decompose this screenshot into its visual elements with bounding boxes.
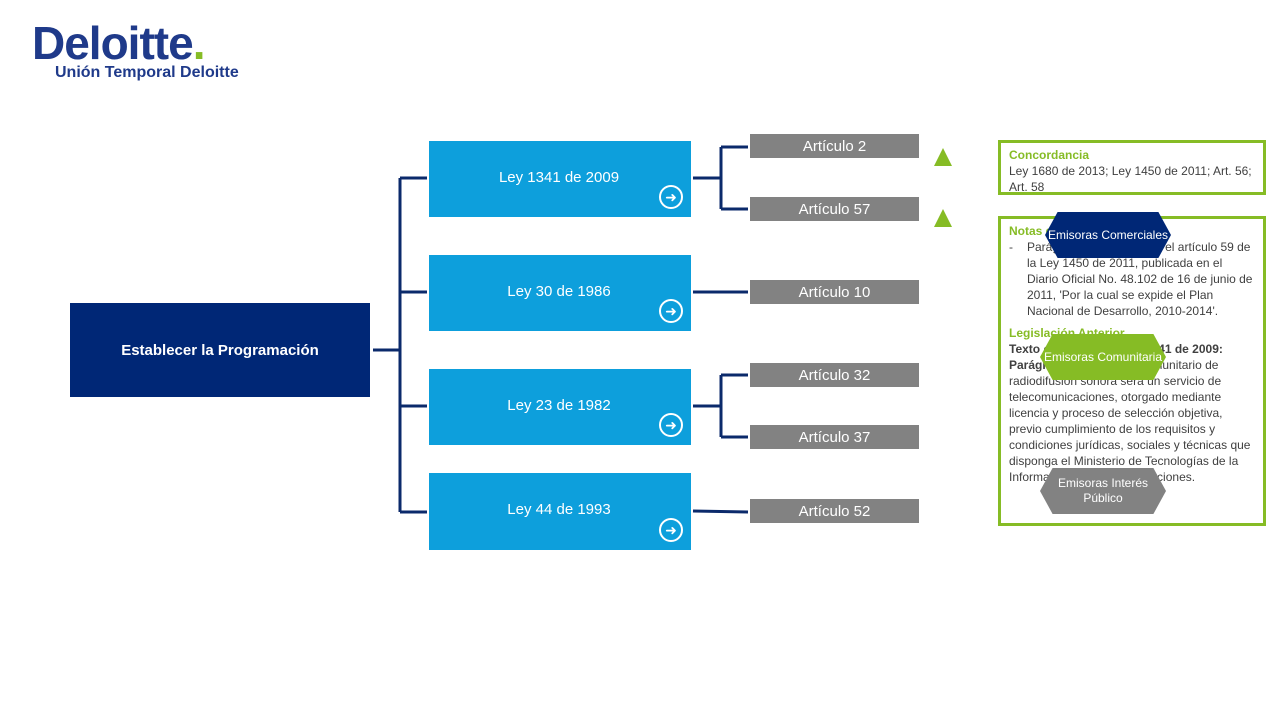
articulo-52[interactable]: Artículo 52	[750, 499, 919, 523]
ley-44-node[interactable]: Ley 44 de 1993 ➜	[429, 473, 691, 550]
ley-label: Ley 23 de 1982	[507, 397, 611, 414]
ley-1341-node[interactable]: Ley 1341 de 2009 ➜	[429, 141, 691, 217]
arrow-circle-right-icon[interactable]: ➜	[659, 518, 683, 542]
articulo-37[interactable]: Artículo 37	[750, 425, 919, 449]
emisoras-comerciales-button[interactable]: Emisoras Comerciales	[1045, 212, 1171, 258]
ley-label: Ley 44 de 1993	[507, 501, 611, 518]
link-articulo-52	[692, 509, 749, 514]
arrow-circle-right-icon[interactable]: ➜	[659, 185, 683, 209]
concordancia-panel: Concordancia Ley 1680 de 2013; Ley 1450 …	[998, 140, 1266, 195]
concordancia-text: Ley 1680 de 2013; Ley 1450 de 2011; Art.…	[1009, 164, 1252, 194]
ley-23-node[interactable]: Ley 23 de 1982 ➜	[429, 369, 691, 445]
articulo-10[interactable]: Artículo 10	[750, 280, 919, 304]
ley-label: Ley 30 de 1986	[507, 283, 611, 300]
articulo-32[interactable]: Artículo 32	[750, 363, 919, 387]
articulo-57[interactable]: Artículo 57	[750, 197, 919, 221]
articulo-2[interactable]: Artículo 2	[750, 134, 919, 158]
triangle-up-icon[interactable]	[934, 209, 952, 227]
arrow-circle-right-icon[interactable]: ➜	[659, 413, 683, 437]
triangle-up-icon[interactable]	[934, 148, 952, 166]
concordancia-title: Concordancia	[1009, 148, 1090, 162]
emisoras-interes-publico-button[interactable]: Emisoras Interés Público	[1040, 468, 1166, 514]
dash-marker: -	[1009, 240, 1013, 254]
logo-dot: .	[192, 17, 206, 69]
arrow-circle-right-icon[interactable]: ➜	[659, 299, 683, 323]
emisoras-comunitaria-button[interactable]: Emisoras Comunitaria	[1040, 334, 1166, 380]
root-node: Establecer la Programación	[70, 303, 370, 397]
logo-subtitle: Unión Temporal Deloitte	[55, 64, 239, 81]
deloitte-logo: Deloitte.	[32, 17, 206, 69]
ley-30-node[interactable]: Ley 30 de 1986 ➜	[429, 255, 691, 331]
ley-label: Ley 1341 de 2009	[498, 169, 620, 186]
logo-word: Deloitte	[32, 17, 194, 69]
